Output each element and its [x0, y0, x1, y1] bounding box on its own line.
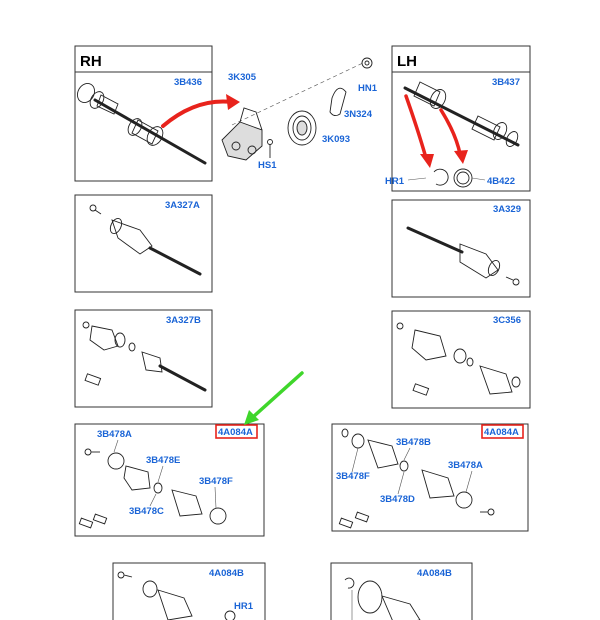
label-3c356[interactable]: 3C356: [493, 315, 521, 326]
label-rh-3b478e[interactable]: 3B478E: [146, 455, 180, 466]
center-bearing-group[interactable]: 3K305 HN1 3N324 3K093 HS1: [221, 57, 378, 171]
label-rh-4a084a[interactable]: 4A084A: [218, 427, 253, 438]
label-lh-3b478d[interactable]: 3B478D: [380, 494, 415, 505]
shaft-3a327a-drawing: [89, 204, 202, 276]
label-hn1[interactable]: HN1: [358, 83, 378, 94]
label-3k305[interactable]: 3K305: [228, 72, 257, 83]
panel-rh-4a084b[interactable]: 4A084B HR1: [112, 562, 266, 620]
panel-lh-4a084b[interactable]: 4A084B: [330, 562, 473, 620]
lh-driveshaft-panel[interactable]: LH 3B437 HR1 4B422: [385, 45, 531, 192]
label-lh-3b478b[interactable]: 3B478B: [396, 437, 431, 448]
label-lh-4a084b[interactable]: 4A084B: [417, 568, 452, 579]
label-3b437[interactable]: 3B437: [492, 77, 520, 88]
label-3a327b[interactable]: 3A327B: [166, 315, 201, 326]
boot-kit-rh-b-drawing: [117, 571, 236, 620]
red-arrow-lh-to-hr1: [404, 94, 434, 168]
highlight-box-rh-4a084a: [215, 424, 258, 439]
highlight-box-lh-4a084a: [481, 424, 524, 439]
label-lh-4a084a[interactable]: 4A084A: [484, 427, 519, 438]
label-rh-3b478c[interactable]: 3B478C: [129, 506, 164, 517]
bearing-bracket-drawing: [221, 57, 373, 161]
label-rh-hr1[interactable]: HR1: [234, 601, 254, 612]
panel-3c356[interactable]: 3C356: [391, 310, 531, 409]
rh-driveshaft-panel[interactable]: RH 3B436: [74, 45, 213, 182]
label-rh-3b478a[interactable]: 3B478A: [97, 429, 132, 440]
lh-driveshaft-assembly-drawing: [403, 81, 520, 147]
shaft-3c356-drawing: [396, 322, 521, 396]
label-lh-3b478a[interactable]: 3B478A: [448, 460, 483, 471]
panel-3a327b[interactable]: 3A327B: [74, 309, 213, 408]
shaft-3a329-drawing: [406, 226, 520, 286]
green-arrow-to-rh-4a084a: [244, 371, 304, 425]
lh-header: LH: [397, 53, 417, 70]
panel-lh-4a084a[interactable]: 4A084A 3B478B 3B478F 3B478A 3B478D: [331, 423, 529, 532]
boot-kit-rh-drawing: [78, 439, 227, 529]
label-hr1-lh-main[interactable]: HR1: [385, 176, 405, 187]
panel-rh-4a084a[interactable]: 4A084A 3B478A 3B478E 3B478F 3B478C: [74, 423, 265, 537]
label-3a329[interactable]: 3A329: [493, 204, 521, 215]
rh-header: RH: [80, 53, 102, 70]
rh-driveshaft-assembly-drawing: [77, 83, 207, 165]
label-3b436[interactable]: 3B436: [174, 77, 202, 88]
panel-3a329[interactable]: 3A329: [391, 199, 531, 298]
lh-circlips-drawing: [407, 168, 486, 188]
red-arrow-rh-to-bearing: [161, 94, 240, 128]
red-arrow-lh-to-4b422: [439, 108, 468, 164]
label-4b422[interactable]: 4B422: [487, 176, 515, 187]
label-hs1[interactable]: HS1: [258, 160, 277, 171]
label-rh-4a084b[interactable]: 4A084B: [209, 568, 244, 579]
shaft-3a327b-drawing: [82, 321, 207, 392]
panel-3a327a[interactable]: 3A327A: [74, 194, 213, 293]
label-3n324[interactable]: 3N324: [344, 109, 373, 120]
label-rh-3b478f[interactable]: 3B478F: [199, 476, 233, 487]
boot-kit-lh-b-drawing: [344, 577, 421, 620]
label-lh-3b478f[interactable]: 3B478F: [336, 471, 370, 482]
label-3a327a[interactable]: 3A327A: [165, 200, 200, 211]
boot-kit-lh-drawing: [338, 428, 495, 529]
label-3k093[interactable]: 3K093: [322, 134, 350, 145]
